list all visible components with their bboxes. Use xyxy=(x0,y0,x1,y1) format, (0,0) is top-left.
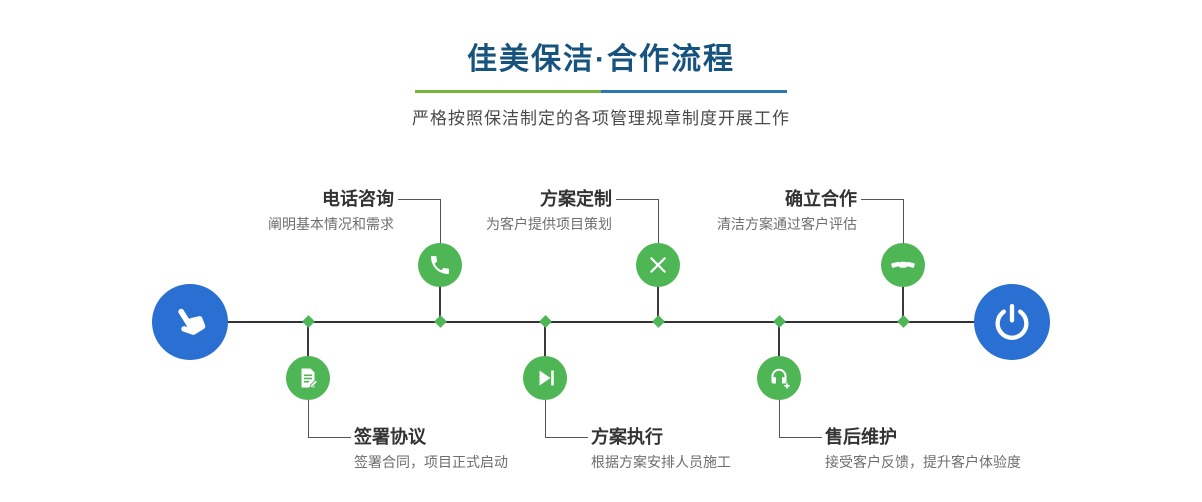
step-item: 方案定制 为客户提供项目策划 xyxy=(486,187,612,235)
step-node-design xyxy=(636,243,680,287)
step-item: 售后维护 接受客户反馈，提升客户体验度 xyxy=(825,425,1021,473)
step-description: 为客户提供项目策划 xyxy=(486,216,612,232)
design-tools-icon xyxy=(650,257,666,273)
play-execute-icon xyxy=(539,370,554,386)
page-subtitle: 严格按照保洁制定的各项管理规章制度开展工作 xyxy=(412,109,790,128)
diamond-marker xyxy=(897,315,910,328)
node-connector xyxy=(439,286,441,322)
section-header: 佳美保洁·合作流程 严格按照保洁制定的各项管理规章制度开展工作 xyxy=(0,42,1202,129)
step-title: 方案定制 xyxy=(540,189,612,209)
diamond-marker xyxy=(773,315,786,328)
step-node-cooperation xyxy=(881,243,925,287)
node-connector xyxy=(778,322,780,357)
node-connector xyxy=(657,286,659,322)
step-item: 电话咨询 阐明基本情况和需求 xyxy=(268,187,394,235)
node-connector xyxy=(902,286,904,322)
timeline-end-node xyxy=(974,284,1050,360)
step-item: 确立合作 清洁方案通过客户评估 xyxy=(717,187,857,235)
phone-icon xyxy=(431,256,449,274)
step-node-aftersale xyxy=(757,356,801,400)
text-connector xyxy=(308,400,351,438)
timeline-start-node xyxy=(152,284,228,360)
node-connector xyxy=(544,322,546,357)
handshake-icon xyxy=(891,261,915,268)
diamond-marker xyxy=(302,315,315,328)
step-description: 阐明基本情况和需求 xyxy=(268,216,394,232)
diamond-marker xyxy=(652,315,665,328)
headset-support-icon xyxy=(771,368,790,389)
contract-icon xyxy=(301,368,319,389)
diamond-marker xyxy=(434,315,447,328)
text-connector xyxy=(861,199,904,244)
title-divider xyxy=(415,90,787,93)
step-node-execute xyxy=(523,356,567,400)
divider-blue-segment xyxy=(601,90,787,93)
text-connector xyxy=(398,199,441,244)
diamond-marker xyxy=(539,315,552,328)
step-description: 根据方案安排人员施工 xyxy=(591,454,731,470)
step-description: 清洁方案通过客户评估 xyxy=(717,216,857,232)
text-connector xyxy=(616,199,659,244)
timeline-line xyxy=(190,321,1012,323)
step-title: 方案执行 xyxy=(591,427,663,447)
page-title: 佳美保洁·合作流程 xyxy=(467,43,735,76)
step-title: 签署协议 xyxy=(354,427,426,447)
step-title: 电话咨询 xyxy=(322,189,394,209)
step-description: 签署合同，项目正式启动 xyxy=(354,454,508,470)
step-title: 售后维护 xyxy=(825,427,897,447)
divider-green-segment xyxy=(415,90,601,93)
step-description: 接受客户反馈，提升客户体验度 xyxy=(825,454,1021,470)
node-connector xyxy=(307,322,309,357)
pointing-hand-icon xyxy=(178,308,206,335)
text-connector xyxy=(779,400,822,438)
step-node-contract xyxy=(286,356,330,400)
step-item: 方案执行 根据方案安排人员施工 xyxy=(591,425,731,473)
step-node-phone xyxy=(418,243,462,287)
text-connector xyxy=(545,400,588,438)
power-icon xyxy=(995,304,1029,340)
step-item: 签署协议 签署合同，项目正式启动 xyxy=(354,425,508,473)
step-title: 确立合作 xyxy=(785,189,857,209)
